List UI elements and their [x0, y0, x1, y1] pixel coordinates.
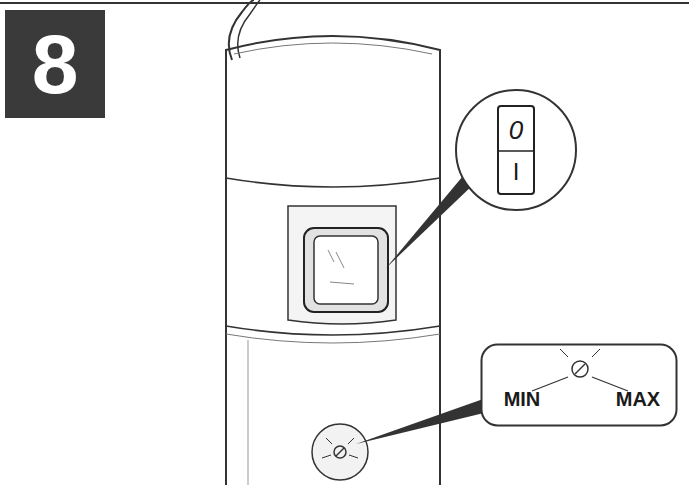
dial-min-label: MIN [504, 389, 541, 409]
switch-on-mark: I [513, 160, 520, 184]
switch-recess [288, 206, 396, 324]
collar-edge [226, 334, 440, 343]
dial-slot [336, 448, 344, 456]
housing-outline [226, 36, 440, 485]
dial-ray [322, 455, 331, 458]
switch-off-mark: 0 [509, 117, 523, 143]
top-rule [0, 2, 689, 4]
rocker-switch [304, 228, 388, 312]
dial-ray [349, 455, 358, 458]
dial-max-label: MAX [616, 389, 660, 409]
dial-symbol-ray [592, 349, 600, 357]
switch-divider [498, 150, 534, 152]
callout-circle [456, 90, 576, 210]
dial-callout: MIN MAX [480, 343, 678, 427]
dial-symbol-ray [560, 349, 568, 357]
dial-center [334, 446, 346, 458]
leader-wedge [356, 398, 488, 444]
dial-symbol-slot [575, 364, 585, 374]
dial-knob [312, 424, 368, 480]
dial-symbol [572, 361, 588, 377]
step-number-box: 8 [5, 10, 105, 118]
step-number-ground [5, 10, 105, 118]
leader-wedge [386, 170, 476, 268]
rocker-glint [330, 282, 354, 284]
switch-callout: 0I [454, 88, 578, 212]
switch-symbol [498, 106, 534, 194]
dial-ray [348, 438, 354, 444]
top-cap-rim [234, 43, 432, 54]
callout-rounded-box [482, 345, 677, 426]
collar-edge [226, 326, 440, 335]
collar-edge [226, 178, 440, 187]
rocker-glint [336, 252, 344, 268]
rocker-face [314, 236, 378, 304]
shading-line [248, 340, 249, 485]
rocker-glint [328, 250, 334, 262]
step-number: 8 [32, 22, 79, 106]
dial-ray [326, 438, 332, 444]
switch-callout-outline [454, 88, 578, 212]
dial-callout-outline [480, 343, 678, 427]
